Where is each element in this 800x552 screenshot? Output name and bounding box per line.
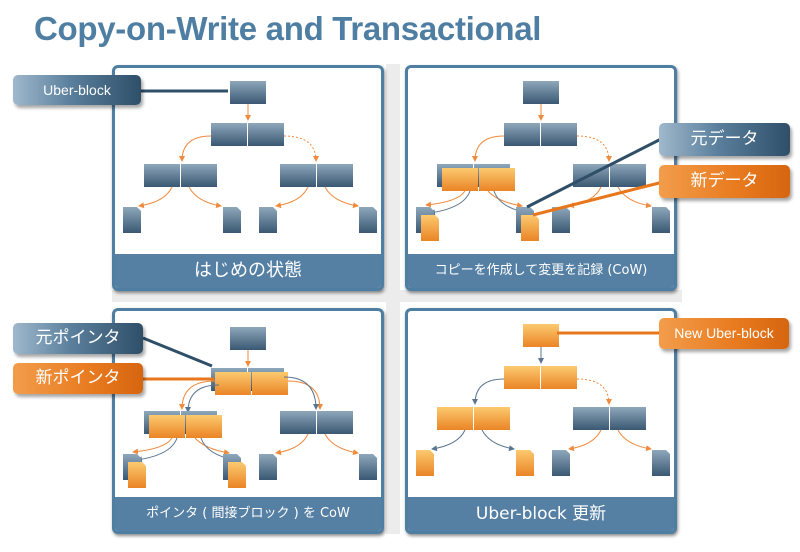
callout-new-data: 新データ — [659, 165, 790, 198]
block — [610, 407, 646, 430]
copied-pointer-block — [252, 372, 288, 395]
arrow — [275, 433, 309, 456]
panel-cow-pointer: ポインタ ( 間接ブロック ) を CoW — [112, 308, 384, 534]
data-file-icon — [359, 454, 377, 480]
panel-cow-data: コピーを作成して変更を記録 (CoW) — [405, 65, 677, 291]
arrow — [324, 186, 359, 209]
block — [317, 411, 353, 434]
tree-diagram-cow-pointer — [123, 327, 377, 488]
callout-old-data: 元データ — [659, 123, 790, 156]
callout-uber-block: Uber-block — [13, 75, 141, 105]
block — [610, 164, 646, 187]
arrow — [617, 186, 652, 209]
block — [573, 164, 609, 187]
arrow — [431, 429, 466, 452]
tree-diagram-cow-data — [416, 81, 670, 241]
arrow — [185, 384, 220, 413]
tree-diagram-uber-update — [416, 324, 670, 476]
new-block — [504, 366, 540, 389]
new-data-file-icon — [228, 462, 246, 488]
new-block — [541, 366, 577, 389]
block — [317, 164, 353, 187]
block — [280, 411, 316, 434]
data-file-icon — [552, 207, 570, 233]
arrow — [429, 190, 471, 216]
arrow — [179, 380, 216, 410]
arrow — [188, 186, 222, 209]
new-data-file-icon — [521, 215, 539, 241]
data-file-icon — [359, 207, 377, 233]
arrow — [324, 433, 359, 456]
arrow — [472, 135, 505, 162]
new-data-file-icon — [416, 450, 434, 476]
block — [181, 164, 217, 187]
panel-caption: コピーを作成して変更を記録 (CoW) — [408, 254, 674, 288]
root-block — [523, 81, 559, 104]
new-data-file-icon — [516, 450, 534, 476]
panel-caption: ポインタ ( 間接ブロック ) を CoW — [115, 497, 381, 531]
page-title: Copy-on-Write and Transactional — [34, 10, 542, 47]
block — [573, 407, 609, 430]
callout-old-pointer: 元ポインタ — [13, 323, 143, 354]
arrow — [481, 429, 515, 452]
arrow — [138, 186, 173, 209]
arrow — [576, 135, 612, 162]
block — [144, 164, 180, 187]
arrow — [576, 378, 612, 405]
copied-block — [442, 168, 478, 191]
data-file-icon — [223, 207, 241, 233]
arrow — [132, 437, 173, 455]
new-data-file-icon — [421, 215, 439, 241]
arrow — [179, 135, 212, 162]
new-block — [437, 407, 473, 430]
callout-new-uber-block: New Uber-block — [659, 318, 789, 349]
copied-pointer-block — [215, 372, 251, 395]
arrow — [568, 186, 602, 209]
block — [541, 123, 577, 146]
panel-uber-block-update: Uber-block 更新 — [405, 308, 677, 534]
indirect-block-right — [248, 123, 284, 146]
arrow — [568, 429, 602, 452]
arrow — [487, 190, 523, 209]
new-root-block — [523, 324, 559, 347]
copied-block — [149, 415, 185, 438]
new-block — [474, 407, 510, 430]
copied-block — [479, 168, 515, 191]
horizontal-divider — [112, 290, 682, 302]
panel-caption: はじめの状態 — [115, 254, 381, 288]
arrow — [136, 437, 178, 463]
arrow — [194, 437, 230, 456]
block — [280, 164, 316, 187]
copied-block — [186, 415, 222, 438]
arrow — [283, 376, 319, 410]
data-file-icon — [123, 207, 141, 233]
root-block — [230, 81, 266, 104]
data-file-icon — [259, 454, 277, 480]
panel-caption: Uber-block 更新 — [408, 497, 674, 531]
root-block — [230, 327, 266, 350]
arrow — [472, 378, 505, 405]
block — [504, 123, 540, 146]
indirect-block-left — [211, 123, 247, 146]
arrow — [425, 190, 466, 208]
tree-diagram-initial — [123, 81, 377, 233]
arrow — [283, 135, 319, 162]
data-file-icon — [652, 450, 670, 476]
data-file-icon — [552, 450, 570, 476]
arrow — [617, 429, 652, 452]
data-file-icon — [652, 207, 670, 233]
panel-initial-state: はじめの状態 — [112, 65, 384, 291]
arrow — [287, 380, 323, 410]
arrow — [275, 186, 309, 209]
callout-new-pointer: 新ポインタ — [13, 363, 143, 394]
data-file-icon — [259, 207, 277, 233]
new-data-file-icon — [128, 462, 146, 488]
